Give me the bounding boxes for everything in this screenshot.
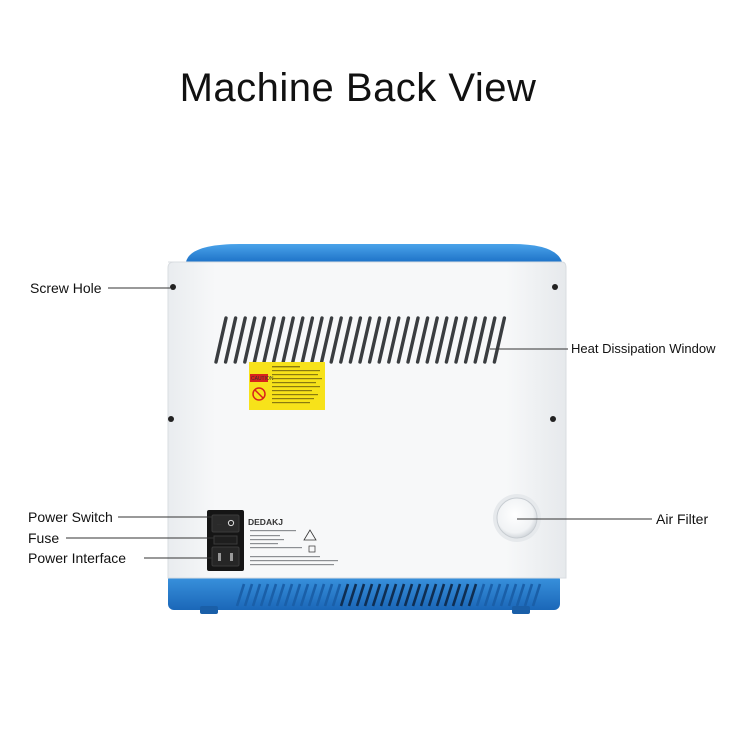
vent-slot — [415, 316, 430, 364]
power-interface — [211, 546, 240, 567]
base-vent-slot — [323, 583, 334, 607]
heat-dissipation-window — [214, 316, 507, 364]
vent-slot — [406, 316, 420, 364]
base-vent-slot — [499, 583, 510, 607]
base-vent-slot — [267, 583, 278, 607]
vent-slot — [454, 316, 468, 364]
foot-left — [200, 606, 218, 614]
base-vent-slot — [483, 583, 494, 607]
screw-hole — [168, 416, 174, 422]
top-cap — [186, 244, 562, 262]
svg-text:–: – — [217, 520, 222, 529]
fuse — [213, 535, 238, 545]
vent-slot — [291, 316, 305, 364]
base-vent-slot — [443, 583, 454, 607]
base-vent-slot — [531, 583, 542, 607]
vent-slot — [492, 316, 507, 364]
base-vent-slot — [523, 583, 534, 607]
base-vent-slot — [515, 583, 526, 607]
base-vent-slot — [307, 583, 318, 607]
vent-slot — [425, 316, 439, 364]
vent-slot — [252, 316, 267, 364]
vent-slot — [223, 316, 238, 364]
base-vent-slot — [355, 583, 366, 607]
base-vent-slot — [235, 583, 246, 607]
base-vent-slot — [291, 583, 302, 607]
callout-screw-hole: Screw Hole — [30, 280, 102, 296]
callout-air-filter: Air Filter — [656, 511, 709, 527]
callout-power-interface: Power Interface — [28, 550, 127, 566]
base-vent-slot — [339, 583, 350, 607]
vent-slot — [319, 316, 334, 364]
vent-slot — [214, 316, 228, 364]
base-vent-slot — [403, 583, 414, 607]
vent-slot — [358, 316, 372, 364]
vent-slot — [310, 316, 324, 364]
vent-slot — [262, 316, 276, 364]
screw-hole — [552, 284, 558, 290]
vent-slot — [329, 316, 343, 364]
base-vent-slot — [379, 583, 390, 607]
air-filter — [493, 494, 541, 542]
page-title: Machine Back View — [179, 66, 537, 110]
vent-slot — [367, 316, 382, 364]
base-vent-slot — [347, 583, 358, 607]
base-vent-slot — [387, 583, 398, 607]
base-vent-slot — [331, 583, 342, 607]
vent-slot — [444, 316, 459, 364]
base-vent-slot — [315, 583, 326, 607]
vent-slot — [243, 316, 257, 364]
callout-heat-dissipation-window: Heat Dissipation Window — [571, 341, 716, 356]
vent-slot — [233, 316, 247, 364]
vent-slot — [396, 316, 411, 364]
base-vent-slot — [459, 583, 470, 607]
screw-hole — [170, 284, 176, 290]
base-vent-slot — [451, 583, 462, 607]
base-vent-slot — [411, 583, 422, 607]
base-vent-slot — [419, 583, 430, 607]
spec-label: DEDAKJ — [248, 517, 338, 566]
base-vent-slot — [507, 583, 518, 607]
base-vent-slot — [467, 583, 478, 607]
vent-slot — [339, 316, 353, 364]
base-vent-slot — [475, 583, 486, 607]
caution-text: CAUTION — [251, 376, 274, 382]
callout-lines — [66, 287, 652, 559]
power-switch — [211, 514, 240, 533]
callout-power-switch: Power Switch — [28, 509, 113, 525]
base-vent-slot — [259, 583, 270, 607]
base-vent-slot — [275, 583, 286, 607]
base-vent-slot — [299, 583, 310, 607]
base-vent-slot — [283, 583, 294, 607]
base-vent-slot — [363, 583, 374, 607]
base-vents — [235, 583, 542, 607]
callout-fuse: Fuse — [28, 530, 60, 546]
vent-slot — [348, 316, 363, 364]
base-vent-slot — [251, 583, 262, 607]
vent-slot — [281, 316, 295, 364]
vent-slot — [473, 316, 487, 364]
base-vent-slot — [491, 583, 502, 607]
vent-slot — [435, 316, 449, 364]
vent-slot — [300, 316, 315, 364]
base-vent-slot — [371, 583, 382, 607]
power-module: – — [207, 510, 244, 571]
foot-right — [512, 606, 530, 614]
vent-slot — [483, 316, 497, 364]
base-vent-slot — [243, 583, 254, 607]
vent-slot — [387, 316, 401, 364]
base-vent-slot — [427, 583, 438, 607]
vent-slot — [377, 316, 391, 364]
base-vent-slot — [395, 583, 406, 607]
caution-label: CAUTION — [249, 362, 325, 410]
screw-hole — [550, 416, 556, 422]
base-vent-slot — [435, 583, 446, 607]
vent-slot — [271, 316, 286, 364]
brand-logo: DEDAKJ — [248, 517, 283, 527]
vent-slot — [463, 316, 478, 364]
